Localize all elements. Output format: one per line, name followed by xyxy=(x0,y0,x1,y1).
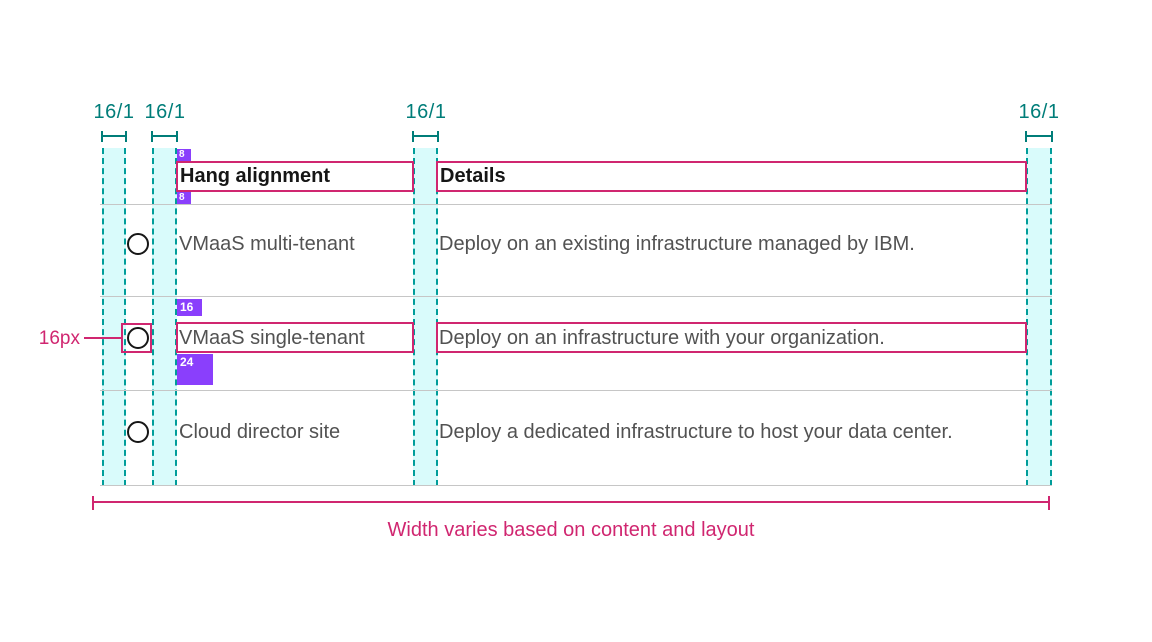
row-divider xyxy=(100,204,1052,205)
measure-bracket-icon xyxy=(151,131,178,142)
detail-highlight-box xyxy=(436,322,1027,353)
gutter-column-1 xyxy=(102,148,126,486)
gutter-column-2 xyxy=(152,148,177,486)
detail-text: Deploy a dedicated infrastructure to hos… xyxy=(439,421,953,443)
option-label: VMaaS multi-tenant xyxy=(179,233,355,255)
row-divider xyxy=(100,296,1052,297)
gutter-column-4 xyxy=(1026,148,1052,486)
detail-text: Deploy on an existing infrastructure man… xyxy=(439,233,915,255)
spacer-8-bottom-badge: 8 xyxy=(177,192,191,204)
gutter-label: 16/1 xyxy=(144,101,186,123)
radio-size-annotation: 16px xyxy=(38,328,80,349)
radio-button[interactable] xyxy=(127,421,149,443)
gutter-label: 16/1 xyxy=(405,101,447,123)
radio-highlight-box xyxy=(121,323,152,353)
radio-button[interactable] xyxy=(127,233,149,255)
radio-button[interactable] xyxy=(127,327,149,349)
gutter-label: 16/1 xyxy=(1018,101,1060,123)
column-header-hang-alignment: Hang alignment xyxy=(176,161,414,192)
spacer-16-block: 16 xyxy=(177,299,202,316)
spacer-8-top-badge: 8 xyxy=(177,149,191,161)
row-divider xyxy=(100,390,1052,391)
spacer-24-block: 24 xyxy=(177,354,213,385)
label-highlight-box xyxy=(176,322,414,353)
option-label: VMaaS single-tenant xyxy=(179,327,365,349)
annotation-connector-line xyxy=(84,337,121,339)
option-label: Cloud director site xyxy=(179,421,341,443)
width-measure-line xyxy=(92,496,1050,510)
gutter-label: 16/1 xyxy=(93,101,135,123)
width-caption: Width varies based on content and layout xyxy=(387,519,755,541)
detail-text: Deploy on an infrastructure with your or… xyxy=(439,327,885,349)
column-header-details: Details xyxy=(436,161,1027,192)
measure-bracket-icon xyxy=(1025,131,1053,142)
row-divider xyxy=(100,485,1052,486)
measure-bracket-icon xyxy=(101,131,127,142)
gutter-column-3 xyxy=(413,148,438,486)
measure-bracket-icon xyxy=(412,131,439,142)
